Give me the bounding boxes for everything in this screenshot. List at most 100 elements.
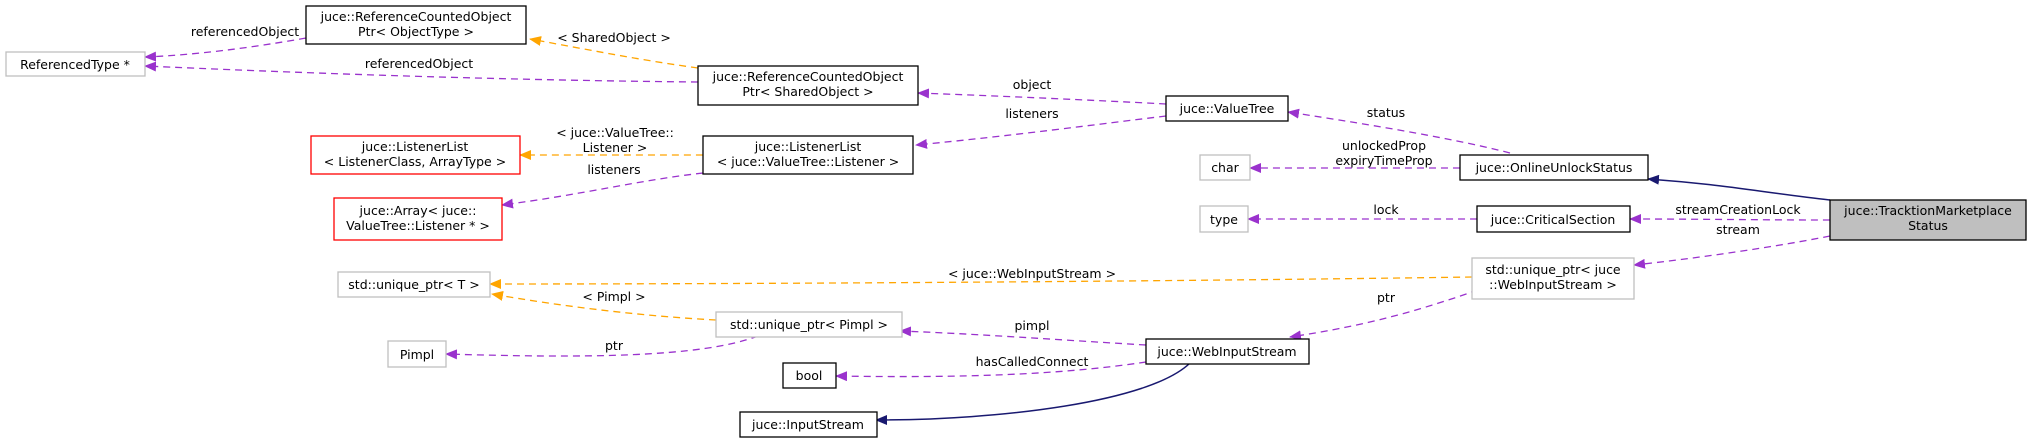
edge-labels: referencedObject < SharedObject > refere… — [191, 24, 1802, 369]
edge-ptr-pimpl — [445, 335, 759, 360]
svg-text:std::unique_ptr< juce::WebInpu: std::unique_ptr< juce::WebInputStream > — [1485, 262, 1621, 292]
edge-label-stream: stream — [1716, 222, 1760, 237]
node-inputstream[interactable]: juce::InputStream — [739, 411, 878, 438]
svg-text:char: char — [1211, 160, 1239, 175]
svg-text:bool: bool — [796, 368, 823, 383]
node-unique-ptr-pimpl[interactable]: std::unique_ptr< Pimpl > — [715, 311, 903, 338]
text-line: std::unique_ptr< Pimpl > — [730, 317, 888, 332]
edge-streamcreationlock — [1629, 214, 1831, 225]
node-webinputstream[interactable]: juce::WebInputStream — [1145, 338, 1310, 365]
edge-refobj-objtype — [144, 37, 307, 62]
node-char[interactable]: char — [1199, 154, 1251, 181]
node-criticalsection[interactable]: juce::CriticalSection — [1476, 205, 1631, 233]
edge-listeners-array — [501, 172, 704, 209]
node-unique-ptr-t[interactable]: std::unique_ptr< T > — [337, 271, 491, 298]
text-line: ::WebInputStream > — [1489, 277, 1617, 292]
svg-text:juce::ValueTree: juce::ValueTree — [1179, 101, 1275, 116]
text-line: unlockedProp — [1342, 138, 1426, 153]
text-line: juce::Array< juce:: — [359, 203, 477, 218]
text-line: < SharedObject > — [557, 30, 671, 45]
text-line: listeners — [587, 162, 640, 177]
svg-text:type: type — [1210, 212, 1238, 227]
edge-label-listeners-array: listeners — [587, 162, 640, 177]
text-line: referencedObject — [191, 24, 299, 39]
edges — [144, 36, 1831, 425]
svg-text:juce::Array< juce::ValueTree::: juce::Array< juce::ValueTree::Listener *… — [346, 203, 490, 233]
edge-label-valuetree-listener: < juce::ValueTree::Listener > — [556, 125, 674, 155]
edge-object — [917, 88, 1167, 105]
svg-text:std::unique_ptr< T >: std::unique_ptr< T > — [348, 277, 479, 292]
edge-listeners-vt — [915, 115, 1167, 149]
svg-text:juce::ListenerList< ListenerCl: juce::ListenerList< ListenerClass, Array… — [324, 139, 506, 169]
edge-label-pimpl-member: pimpl — [1015, 318, 1050, 333]
text-line: juce::ReferenceCountedObject — [320, 9, 512, 24]
svg-text:juce::WebInputStream: juce::WebInputStream — [1156, 344, 1296, 359]
edge-refobj-shared — [144, 61, 699, 83]
text-line: juce::ReferenceCountedObject — [712, 69, 904, 84]
text-line: < Pimpl > — [582, 289, 645, 304]
text-line: expiryTimeProp — [1335, 153, 1432, 168]
text-line: < ListenerClass, ArrayType > — [324, 154, 506, 169]
edge-inherit-inputstream — [875, 362, 1191, 425]
edge-label-hascalledconnect: hasCalledConnect — [976, 354, 1089, 369]
edge-webinputstream-template — [489, 276, 1473, 289]
text-line: juce::InputStream — [751, 417, 864, 432]
svg-text:juce::OnlineUnlockStatus: juce::OnlineUnlockStatus — [1475, 160, 1633, 175]
text-line: ptr — [1377, 290, 1396, 305]
text-line: stream — [1716, 222, 1760, 237]
text-line: bool — [796, 368, 823, 383]
edge-label-lock: lock — [1373, 202, 1399, 217]
edge-label-ptr-webinputstream: ptr — [1377, 290, 1396, 305]
edge-sharedobject-template — [529, 36, 699, 69]
node-listenerlist-generic[interactable]: juce::ListenerList< ListenerClass, Array… — [310, 135, 521, 175]
edge-label-streamcreationlock: streamCreationLock — [1675, 202, 1801, 217]
edge-label-webinputstream: < juce::WebInputStream > — [948, 266, 1116, 281]
edge-status — [1287, 108, 1511, 154]
edge-label-ptr-pimpl: ptr — [605, 338, 624, 353]
edge-label-object: object — [1013, 77, 1052, 92]
svg-text:juce::InputStream: juce::InputStream — [751, 417, 864, 432]
node-pimpl[interactable]: Pimpl — [387, 340, 447, 368]
node-onlineunlockstatus[interactable]: juce::OnlineUnlockStatus — [1459, 154, 1649, 181]
text-line: hasCalledConnect — [976, 354, 1089, 369]
node-valuetree[interactable]: juce::ValueTree — [1165, 95, 1289, 122]
text-line: std::unique_ptr< T > — [348, 277, 479, 292]
text-line: referencedObject — [365, 56, 473, 71]
svg-text:Pimpl: Pimpl — [400, 347, 434, 362]
text-line: streamCreationLock — [1675, 202, 1801, 217]
svg-text:ReferencedType *: ReferencedType * — [20, 57, 130, 72]
text-line: pimpl — [1015, 318, 1050, 333]
text-line: char — [1211, 160, 1239, 175]
text-line: std::unique_ptr< juce — [1485, 262, 1621, 277]
node-unique-ptr-webinputstream[interactable]: std::unique_ptr< juce::WebInputStream > — [1471, 257, 1635, 300]
edge-stream — [1633, 235, 1831, 269]
svg-text:juce::CriticalSection: juce::CriticalSection — [1490, 212, 1616, 227]
svg-text:juce::ListenerList< juce::Valu: juce::ListenerList< juce::ValueTree::Lis… — [717, 139, 899, 169]
svg-text:std::unique_ptr< Pimpl >: std::unique_ptr< Pimpl > — [730, 317, 888, 332]
node-type[interactable]: type — [1199, 205, 1249, 233]
text-line: Ptr< SharedObject > — [742, 84, 873, 99]
text-line: Listener > — [583, 140, 648, 155]
text-line: < juce::ValueTree::Listener > — [717, 154, 899, 169]
node-referenced-type[interactable]: ReferencedType * — [5, 51, 146, 77]
text-line: listeners — [1005, 106, 1058, 121]
node-bool[interactable]: bool — [782, 362, 837, 389]
node-array-valuetree-listener[interactable]: juce::Array< juce::ValueTree::Listener *… — [333, 197, 503, 241]
text-line: ptr — [605, 338, 624, 353]
text-line: juce::ListenerList — [361, 139, 469, 154]
text-line: < juce::WebInputStream > — [948, 266, 1116, 281]
edge-ptr-webinputstream — [1289, 289, 1479, 341]
node-listenerlist-valuetree-listener[interactable]: juce::ListenerList< juce::ValueTree::Lis… — [702, 135, 914, 175]
text-line: Pimpl — [400, 347, 434, 362]
edge-label-refobj-shared: referencedObject — [365, 56, 473, 71]
text-line: type — [1210, 212, 1238, 227]
edge-pimpl-template — [491, 290, 717, 321]
